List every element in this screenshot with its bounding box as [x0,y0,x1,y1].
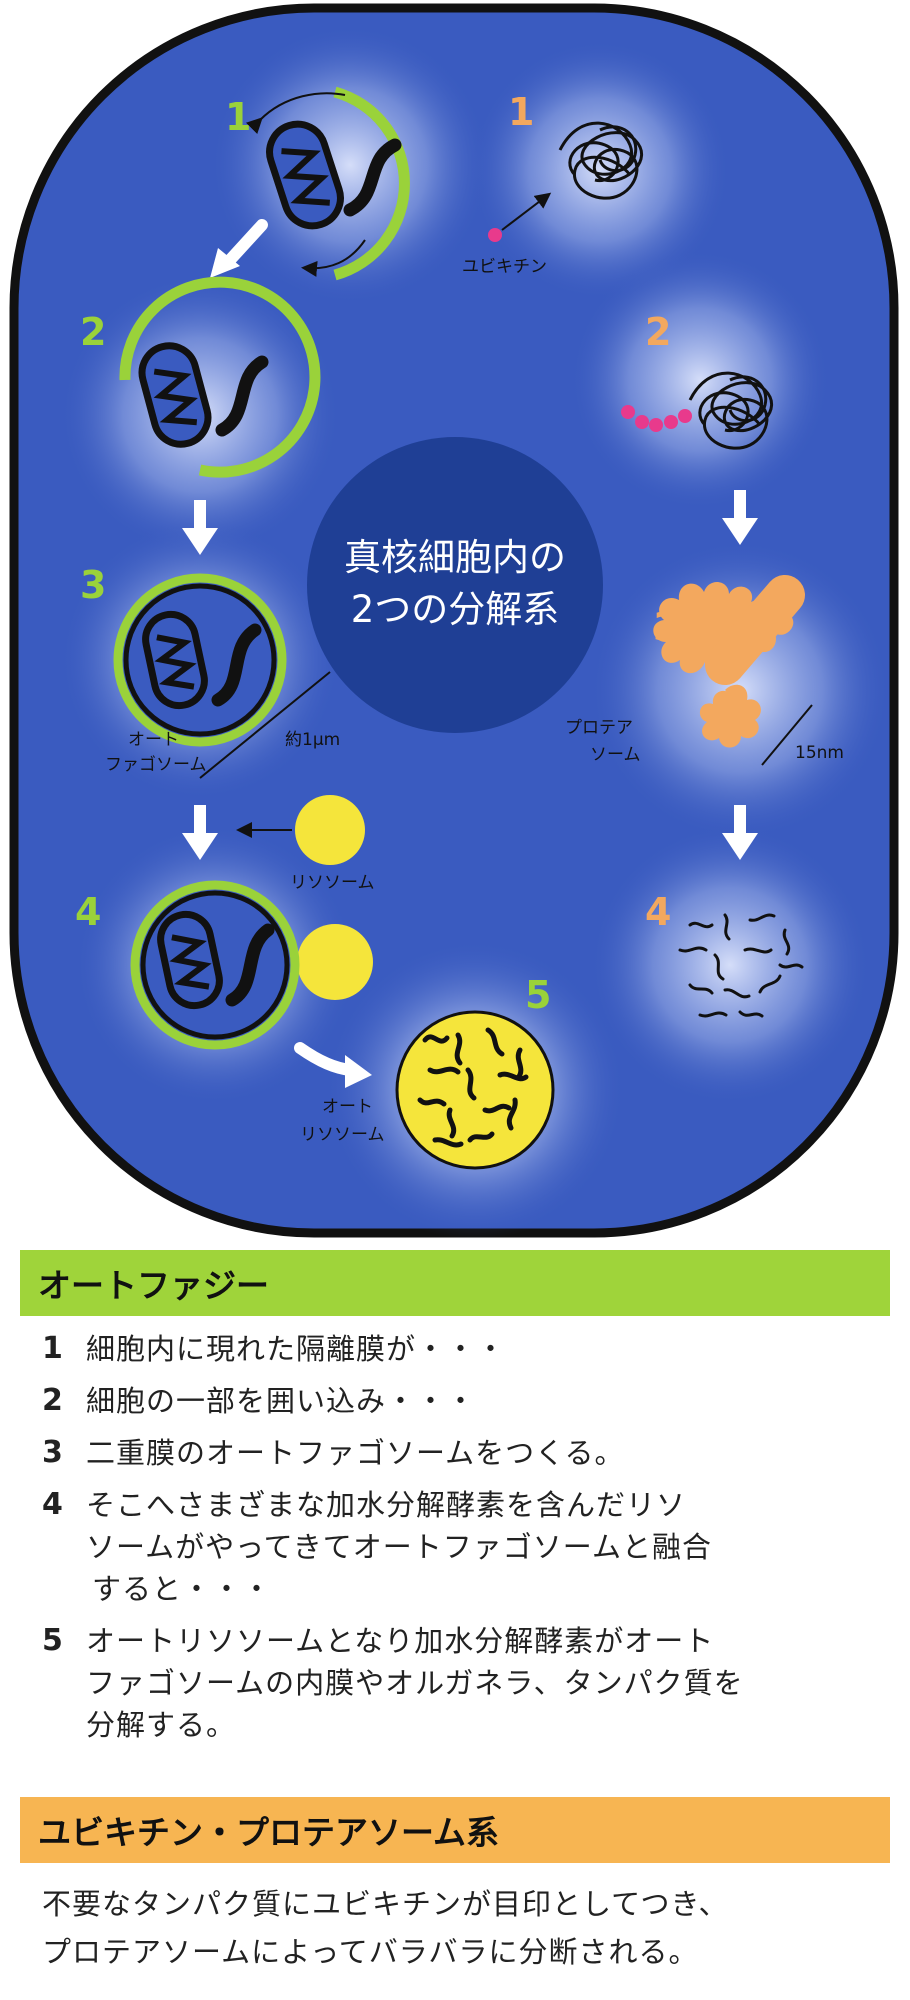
autophagy-number-1: 1 [225,95,251,139]
protein-icon [215,355,269,437]
mitochondrion-icon [266,120,344,230]
proteasome-stage-1: 1 ユビキチン [462,90,643,277]
autophagy-step: 3 二重膜のオートファゴソームをつくる。 [42,1432,882,1474]
label-lysosome: リソソーム [290,873,375,893]
step-line: 二重膜のオートファゴソームをつくる。 [86,1436,625,1470]
proteasome-stage-3: 3 プロテア ソーム 15nm [565,575,844,766]
arrow-proteasome-3-4 [722,805,758,860]
step-line: オートリソソームとなり加水分解酵素がオート [86,1624,715,1658]
label-autolysosome-line2: リソソーム [300,1125,385,1145]
arrow-autophagy-1-2 [210,219,268,278]
mitochondrion-icon [142,610,208,710]
nucleus-label-line1: 真核細胞内の [344,536,566,579]
protein-icon [211,623,262,707]
tangled-protein-icon [558,121,643,200]
autophagy-steps: 1 細胞内に現れた隔離膜が・・・ 2 細胞の一部を囲い込み・・・ 3 二重膜のオ… [42,1328,882,1756]
protein-icon [225,923,275,1007]
arrow-autophagy-3-4 [182,805,218,860]
proteasome-number-4: 4 [645,890,671,934]
mitochondrion-icon [157,910,223,1010]
scale-line-proteasome [761,704,813,766]
fragment-icons [417,1027,529,1148]
autophagy-step: 5 オートリソソームとなり加水分解酵素がオート ファゴソームの内膜やオルガネラ、… [42,1620,882,1746]
autophagy-heading: オートファジー [20,1250,890,1316]
step-number: 5 [42,1623,63,1658]
mitochondrion-icon [138,342,212,448]
step-text: そこへさまざまな加水分解酵素を含んだリソ ソームがやってきてオートファゴソームと… [86,1484,882,1610]
autophagy-stage-2: 2 [80,276,321,478]
proteasome-number-1: 1 [508,90,534,134]
autophagy-stage-1: 1 [225,86,410,281]
proteasome-line: 不要なタンパク質にユビキチンが目印としてつき、 [42,1887,729,1921]
step-number: 1 [42,1331,63,1366]
peptide-fragments-icon [678,913,804,1018]
step-line: 細胞内に現れた隔離膜が・・・ [86,1332,507,1366]
step-text: 二重膜のオートファゴソームをつくる。 [86,1432,882,1474]
autophagy-number-2: 2 [80,310,106,354]
step-text: 細胞の一部を囲い込み・・・ [86,1380,882,1422]
step-line: ソームがやってきてオートファゴソームと融合 [86,1530,712,1564]
scale-autophagosome: 約1μm [285,730,340,750]
nucleus: 真核細胞内の 2つの分解系 [307,437,603,733]
autophagy-stage-5: 5 オート リソソーム [300,973,555,1170]
label-proteasome-line1: プロテア [565,718,633,738]
autophagy-number-5: 5 [525,973,551,1017]
step-number: 2 [42,1383,63,1418]
proteasome-number-2: 2 [645,310,671,354]
autophagy-stage-4: 4 [75,880,373,1050]
autophagy-number-3: 3 [80,563,106,607]
step-text: 細胞内に現れた隔離膜が・・・ [86,1328,882,1370]
proteasome-stage-2: 2 [621,310,773,450]
label-autolysosome-line1: オート [322,1097,373,1117]
autophagy-step: 2 細胞の一部を囲い込み・・・ [42,1380,882,1422]
step-text: オートリソソームとなり加水分解酵素がオート ファゴソームの内膜やオルガネラ、タン… [86,1620,882,1746]
autophagy-stage-3: 3 オート ファゴソーム 約1μm [80,563,340,779]
ubiquitin-chain-icon [621,405,692,432]
label-autophagosome-line2: ファゴソーム [105,754,207,775]
protein-icon [343,138,402,217]
step-line: 分解する。 [86,1708,237,1742]
proteasome-heading: ユビキチン・プロテアソーム系 [20,1797,890,1863]
proteasome-stage-4: 4 [645,890,804,1018]
arrow-autophagy-2-3 [182,500,218,555]
tangled-protein-icon [688,371,773,450]
arrow-autophagy-4-5 [294,1042,372,1088]
label-proteasome-line2: ソーム [590,745,641,765]
arrow-proteasome-2-3 [722,490,758,545]
ubiquitin-icon [488,228,502,242]
step-line: そこへさまざまな加水分解酵素を含んだリソ [86,1488,687,1522]
step-line: すると・・・ [92,1572,273,1606]
scale-proteasome: 15nm [795,743,844,763]
label-ubiquitin: ユビキチン [462,257,547,277]
proteasome-line: プロテアソームによってバラバラに分断される。 [42,1935,699,1969]
scale-line-autophagosome [199,671,331,779]
autophagy-step: 1 細胞内に現れた隔離膜が・・・ [42,1328,882,1370]
proteasome-description: 不要なタンパク質にユビキチンが目印としてつき、 プロテアソームによってバラバラに… [42,1880,882,1976]
step-number: 3 [42,1435,63,1470]
lysosome: リソソーム [236,795,375,893]
step-line: 細胞の一部を囲い込み・・・ [86,1384,477,1418]
autophagy-step: 4 そこへさまざまな加水分解酵素を含んだリソ ソームがやってきてオートファゴソー… [42,1484,882,1610]
label-autophagosome-line1: オート [128,730,179,750]
step-number: 4 [42,1487,63,1522]
nucleus-label-line2: 2つの分解系 [351,588,560,631]
autophagy-number-4: 4 [75,890,101,934]
degradation-diagram: 真核細胞内の 2つの分解系 1 2 3 [9,3,899,1240]
step-line: ファゴソームの内膜やオルガネラ、タンパク質を [86,1666,744,1700]
